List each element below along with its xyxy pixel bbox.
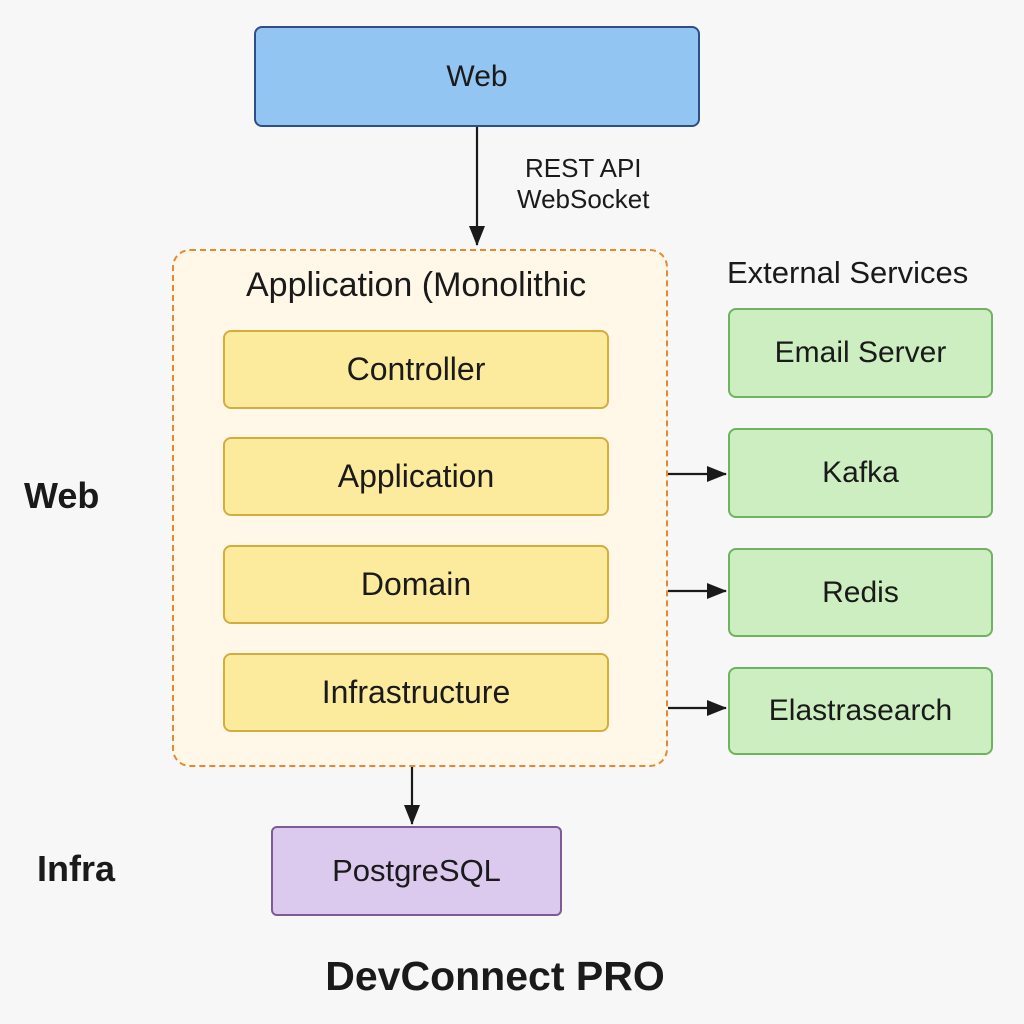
layer-controller: Controller [223, 330, 609, 409]
service-email-server: Email Server [728, 308, 993, 398]
service-redis: Redis [728, 548, 993, 637]
layer-domain: Domain [223, 545, 609, 624]
layer-infrastructure-label: Infrastructure [321, 674, 511, 710]
layer-application-label: Application [337, 458, 495, 494]
service-kafka-label: Kafka [822, 456, 899, 489]
database-label: PostgreSQL [332, 853, 501, 888]
web-client-label: Web [446, 59, 508, 93]
side-label-web: Web [24, 475, 100, 516]
service-kafka: Kafka [728, 428, 993, 518]
protocol-labels: REST API WebSocket [517, 153, 649, 215]
layer-domain-label: Domain [360, 566, 472, 602]
service-redis-label: Redis [822, 575, 899, 609]
database-postgresql: PostgreSQL [271, 826, 562, 916]
protocol-websocket: WebSocket [517, 184, 650, 214]
protocol-rest: REST API [524, 153, 642, 183]
web-client-box: Web [254, 26, 700, 127]
service-elastrasearch-label: Elastrasearch [768, 694, 953, 727]
layer-application: Application [223, 437, 609, 516]
diagram-footer-title: DevConnect PRO [325, 953, 665, 999]
service-email-server-label: Email Server [774, 336, 947, 369]
side-label-infra: Infra [37, 848, 116, 889]
application-title: Application (Monolithic [246, 266, 587, 304]
external-services-title: External Services [727, 255, 969, 290]
service-elastrasearch: Elastrasearch [728, 667, 993, 755]
layer-infrastructure: Infrastructure [223, 653, 609, 732]
layer-controller-label: Controller [346, 351, 486, 387]
